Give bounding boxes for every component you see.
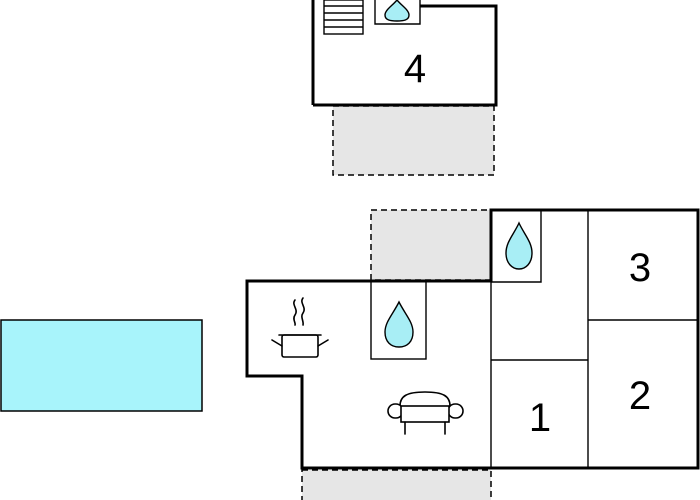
upper-floor: 4 bbox=[311, 0, 498, 107]
upper-terrace bbox=[332, 105, 495, 176]
upper-bathroom bbox=[374, 0, 421, 25]
sofa-icon bbox=[387, 391, 464, 435]
bathroom-top bbox=[491, 210, 542, 283]
water-drop-icon bbox=[384, 0, 410, 22]
lower-terrace-bottom bbox=[301, 469, 492, 500]
room-4-label: 4 bbox=[404, 47, 426, 91]
ground-floor: 1 2 3 bbox=[245, 208, 700, 470]
lower-terrace-top bbox=[370, 209, 492, 281]
water-drop-icon bbox=[505, 221, 533, 270]
cooking-pot-icon bbox=[271, 297, 329, 358]
bathroom-living bbox=[370, 280, 427, 360]
room-3-label: 3 bbox=[629, 246, 651, 290]
room-2-label: 2 bbox=[629, 374, 651, 418]
stairs-icon bbox=[323, 0, 364, 35]
room-1-label: 1 bbox=[529, 396, 551, 440]
water-drop-icon bbox=[384, 300, 414, 348]
swimming-pool bbox=[0, 319, 203, 412]
